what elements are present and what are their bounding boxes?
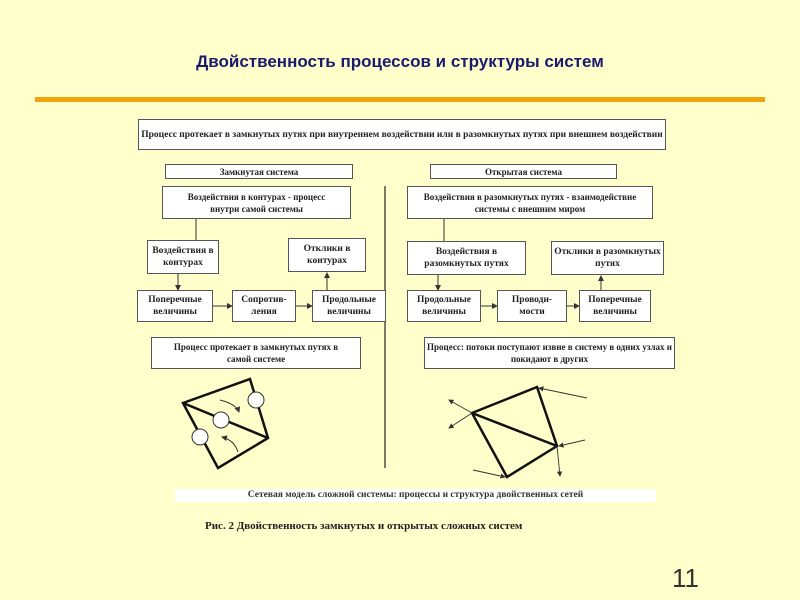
closed-row-box-1: Поперечные величины <box>137 290 213 322</box>
closed-row-box-3: Продольные величины <box>312 290 386 322</box>
node-circle <box>247 391 265 409</box>
closed-desc-box: Воздействия в контурах - процесс внутри … <box>162 186 351 219</box>
slide-title: Двойственность процессов и структуры сис… <box>196 52 604 71</box>
open-network-graph <box>470 385 559 479</box>
top-summary-box: Процесс протекает в замкнутых путях при … <box>138 119 666 150</box>
open-output-box: Отклики в разомкнутых путях <box>551 241 664 275</box>
open-input-box: Воздействия в разомкнутых путях <box>407 241 526 275</box>
open-system-header: Открытая система <box>430 164 617 179</box>
figure-caption: Рис. 2 Двойственность замкнутых и открыт… <box>205 520 523 532</box>
open-desc-box: Воздействия в разомкнутых путях - взаимо… <box>407 186 653 219</box>
node-circle <box>191 428 209 446</box>
open-row-box-1: Продольные величины <box>407 290 481 322</box>
open-process-box: Процесс: потоки поступают извне в систем… <box>424 337 675 369</box>
network-model-caption: Сетевая модель сложной системы: процессы… <box>175 489 656 502</box>
open-row-box-2: Проводи-мости <box>497 290 567 322</box>
open-row-box-3: Поперечные величины <box>579 290 651 322</box>
closed-output-box: Отклики в контурах <box>288 238 366 272</box>
title-divider <box>35 97 765 102</box>
node-circle <box>212 411 230 429</box>
closed-input-box: Воздействия в контурах <box>147 240 219 274</box>
closed-system-header: Замкнутая система <box>165 164 353 179</box>
page-number: 11 <box>672 563 699 593</box>
closed-row-box-2: Сопротив-ления <box>232 290 296 322</box>
closed-process-box: Процесс протекает в замкнутых путях в са… <box>151 337 361 369</box>
